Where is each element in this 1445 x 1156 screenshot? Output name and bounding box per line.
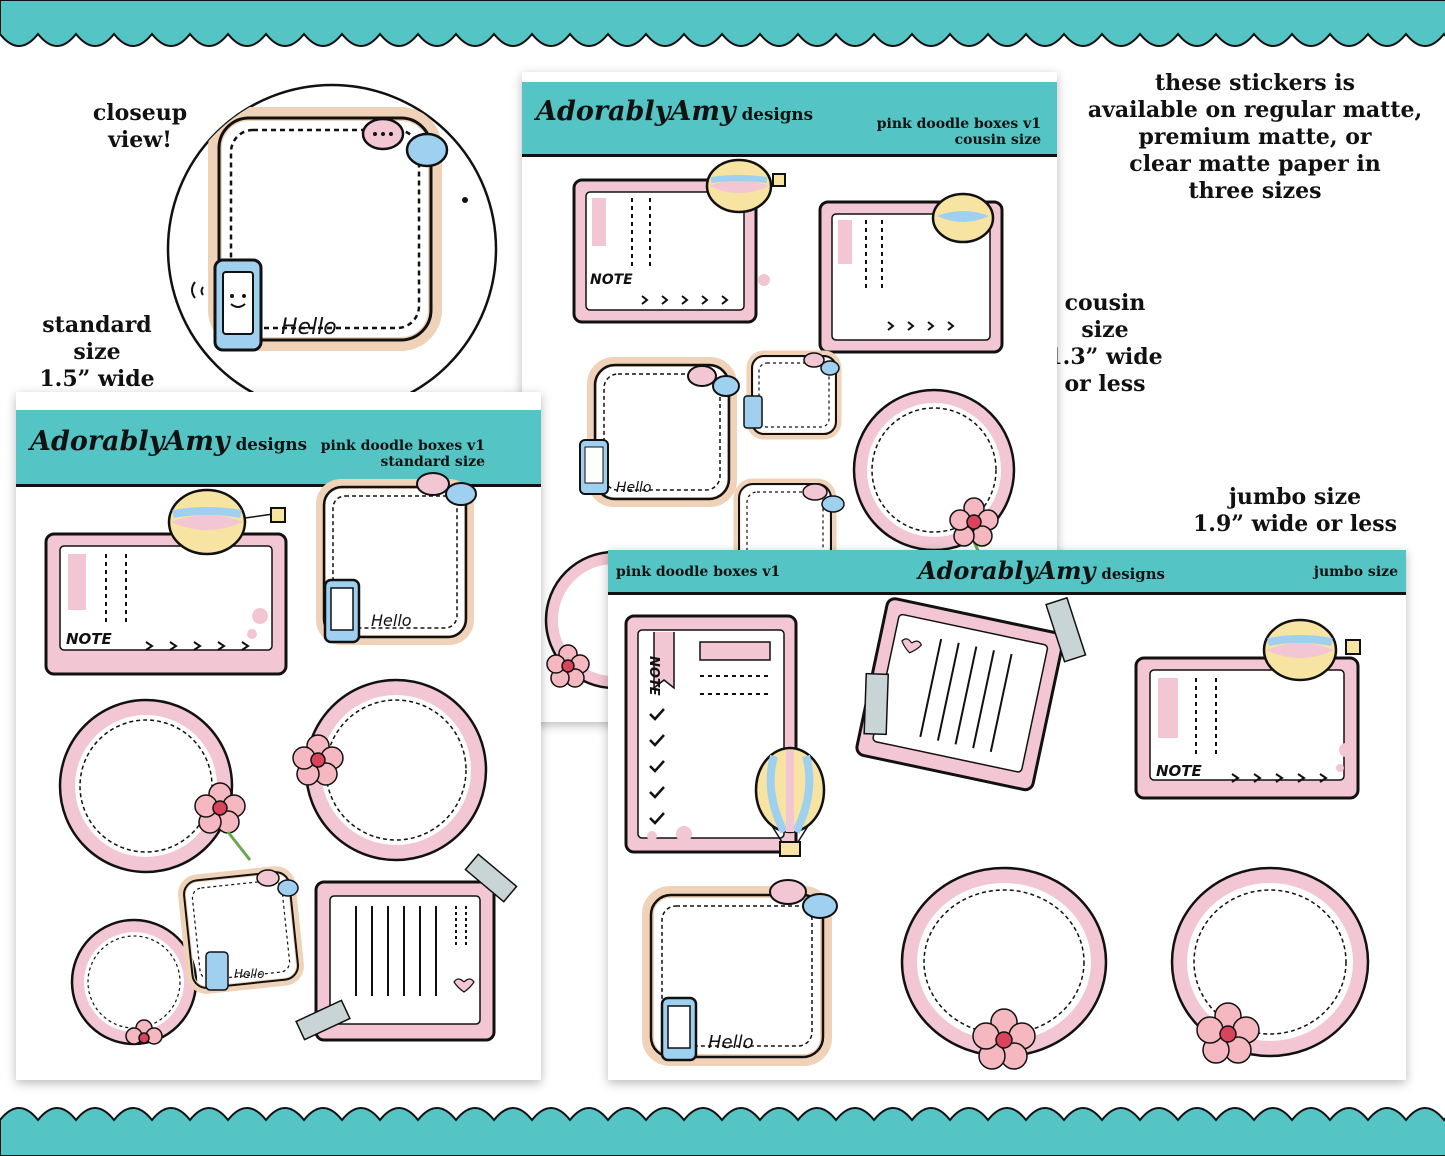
svg-text:NOTE: NOTE — [66, 630, 113, 648]
checkmark-icon — [649, 708, 665, 825]
jumbo-sticker-art: NOTE NOTE — [624, 596, 1370, 1070]
phone-icon — [191, 258, 263, 352]
svg-text:Hello: Hello — [371, 611, 412, 630]
scallop-top-border — [0, 0, 1445, 47]
svg-text:Hello: Hello — [616, 480, 652, 496]
svg-text:NOTE: NOTE — [590, 272, 633, 288]
scallop-bottom-border — [0, 1107, 1445, 1156]
svg-text:Hello: Hello — [708, 1032, 754, 1053]
sheet-size-label: jumbo size — [1313, 564, 1398, 580]
hot-air-balloon-icon — [754, 746, 826, 857]
hot-air-balloon-icon — [705, 158, 786, 214]
svg-text:NOTE: NOTE — [646, 656, 661, 696]
availability-caption: these stickers is available on regular m… — [1087, 70, 1423, 204]
closeup-caption: closeup view! — [92, 100, 188, 153]
phone-icon — [323, 578, 361, 644]
jumbo-size-caption: jumbo size 1.9” wide or less — [1193, 484, 1397, 537]
sheet-title: pink doodle boxes v1 — [616, 564, 781, 580]
tape-icon — [295, 999, 351, 1041]
svg-text:NOTE: NOTE — [1156, 762, 1203, 780]
speech-bubbles-icon — [361, 117, 449, 168]
closeup-view-circle: Hello — [166, 83, 498, 415]
flower-icon — [194, 782, 252, 861]
standard-sticker-art: NOTE Hello — [44, 472, 518, 1046]
hello-label: Hello — [281, 315, 337, 340]
small-square-box: Hello — [178, 866, 304, 994]
svg-text:Hello: Hello — [234, 967, 264, 981]
hot-air-balloon-icon — [167, 488, 286, 556]
